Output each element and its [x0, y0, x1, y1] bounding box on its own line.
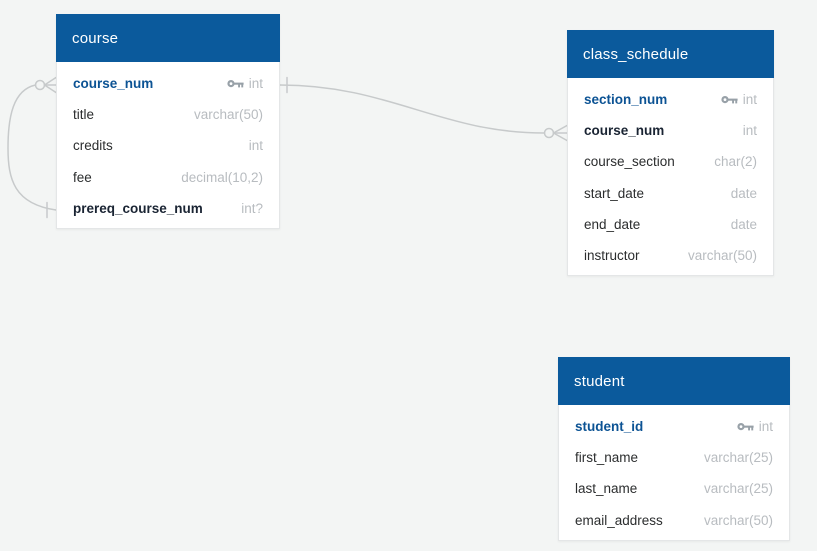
column-row-section_num[interactable]: section_num int — [568, 84, 773, 115]
column-type: varchar(50) — [687, 248, 757, 264]
column-name: fee — [73, 169, 92, 185]
table-body-course: course_num int title varchar(50) credits — [56, 62, 280, 229]
column-name: student_id — [575, 419, 644, 435]
column-row-credits[interactable]: credits int — [57, 130, 279, 161]
entity-table-student[interactable]: student student_id int first_name varcha… — [558, 357, 790, 541]
column-name: last_name — [575, 481, 638, 497]
table-title: student — [574, 372, 625, 390]
column-type: date — [730, 185, 757, 201]
column-type: int — [758, 419, 773, 435]
table-title: class_schedule — [583, 45, 689, 63]
cardinality-zero-marker — [543, 127, 555, 139]
column-name: instructor — [584, 248, 640, 264]
column-type: varchar(50) — [703, 512, 773, 528]
primary-key-icon — [721, 95, 738, 103]
column-row-instructor[interactable]: instructor varchar(50) — [568, 240, 773, 271]
relationship-course-self[interactable] — [7, 76, 57, 219]
crow-foot-prong — [43, 76, 57, 86]
relationship-course-class_schedule[interactable] — [279, 76, 568, 142]
entity-table-class_schedule[interactable]: class_schedule section_num int course_nu… — [567, 30, 774, 277]
column-name: section_num — [584, 92, 668, 108]
column-row-course_num[interactable]: course_num int — [57, 68, 279, 99]
crow-foot-prong — [43, 84, 57, 94]
column-row-fee[interactable]: fee decimal(10,2) — [57, 162, 279, 193]
column-row-course_section[interactable]: course_section char(2) — [568, 146, 773, 177]
cardinality-zero-marker — [34, 79, 46, 91]
column-row-last_name[interactable]: last_name varchar(25) — [559, 473, 789, 504]
column-type: int — [248, 76, 263, 92]
column-type: varchar(25) — [703, 481, 773, 497]
table-header-course[interactable]: course — [56, 14, 280, 62]
column-name: credits — [73, 138, 113, 154]
table-body-student: student_id int first_name varchar(25) la… — [558, 405, 790, 541]
column-name: end_date — [584, 216, 641, 232]
primary-key-icon — [227, 79, 244, 87]
column-name: course_num — [73, 76, 154, 92]
entity-table-course[interactable]: course course_num int title varchar(50) — [56, 14, 280, 229]
table-body-class_schedule: section_num int course_num int course_se… — [567, 78, 774, 277]
table-header-class_schedule[interactable]: class_schedule — [567, 30, 774, 78]
table-title: course — [72, 29, 119, 47]
column-meta: int — [737, 419, 773, 434]
column-type: varchar(25) — [703, 450, 773, 466]
column-type: int — [742, 123, 757, 139]
relationship-line[interactable] — [7, 84, 57, 211]
column-type: date — [730, 216, 757, 232]
column-type: varchar(50) — [193, 107, 263, 123]
column-type: int? — [241, 200, 263, 216]
crow-foot-prong — [552, 132, 568, 142]
column-name: course_num — [584, 123, 665, 139]
column-type: char(2) — [714, 154, 757, 170]
column-meta: int — [227, 76, 263, 91]
relationship-line[interactable] — [279, 84, 546, 134]
column-name: first_name — [575, 450, 639, 466]
column-name: start_date — [584, 185, 645, 201]
table-header-student[interactable]: student — [558, 357, 790, 405]
column-name: prereq_course_num — [73, 200, 203, 216]
column-type: decimal(10,2) — [181, 169, 263, 185]
column-name: email_address — [575, 512, 663, 528]
column-row-end_date[interactable]: end_date date — [568, 209, 773, 240]
column-row-email_address[interactable]: email_address varchar(50) — [559, 505, 789, 536]
primary-key-icon — [737, 422, 754, 430]
column-row-prereq_course_num[interactable]: prereq_course_num int? — [57, 193, 279, 224]
column-type: int — [742, 92, 757, 108]
column-type: int — [248, 138, 263, 154]
column-name: title — [73, 107, 95, 123]
column-row-title[interactable]: title varchar(50) — [57, 99, 279, 130]
column-row-start_date[interactable]: start_date date — [568, 178, 773, 209]
column-meta: int — [721, 92, 757, 107]
column-row-first_name[interactable]: first_name varchar(25) — [559, 442, 789, 473]
column-row-student_id[interactable]: student_id int — [559, 411, 789, 442]
column-name: course_section — [584, 154, 675, 170]
crow-foot-prong — [552, 124, 568, 134]
column-row-course_num[interactable]: course_num int — [568, 115, 773, 146]
